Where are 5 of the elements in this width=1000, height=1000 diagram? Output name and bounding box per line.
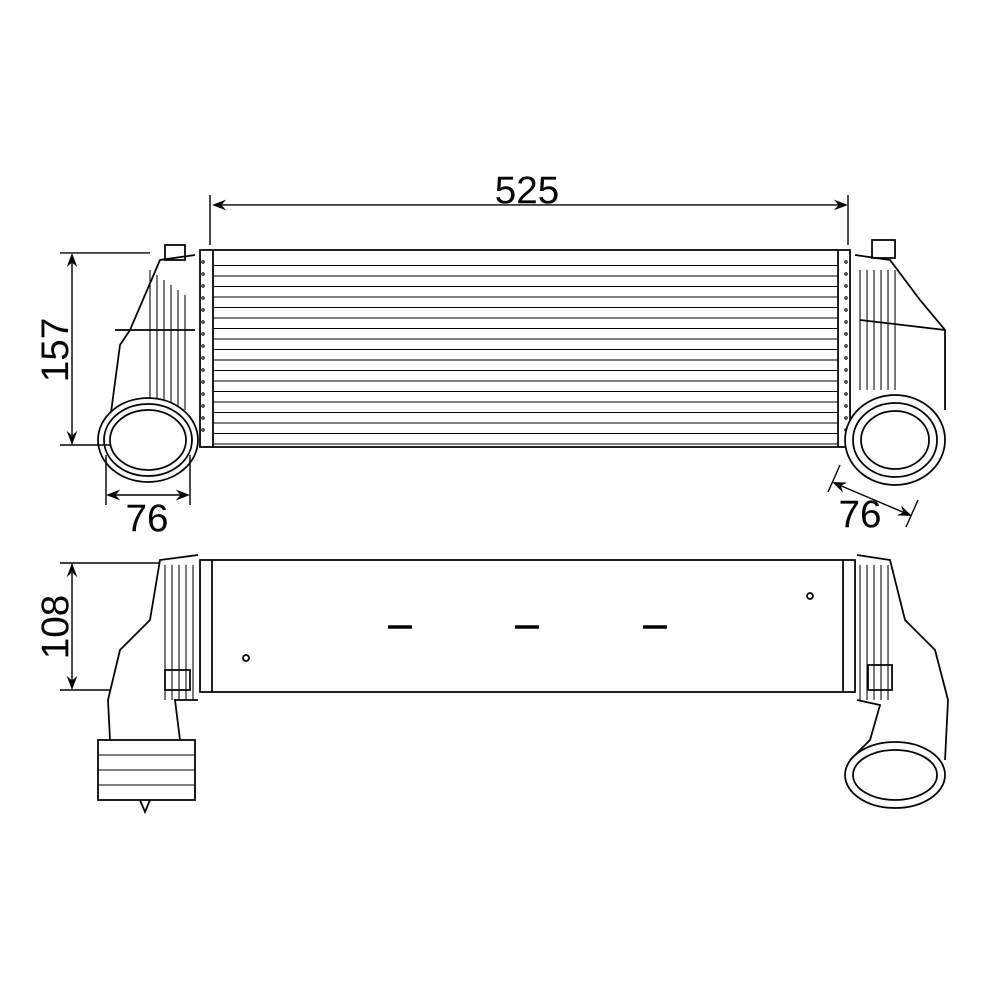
dimension-label: 76 <box>127 504 167 532</box>
dimension-label: 76 <box>840 500 880 528</box>
dimension-label: 525 <box>496 176 558 204</box>
dimension-label: 157 <box>42 320 68 380</box>
dimension-label: 108 <box>41 596 69 656</box>
